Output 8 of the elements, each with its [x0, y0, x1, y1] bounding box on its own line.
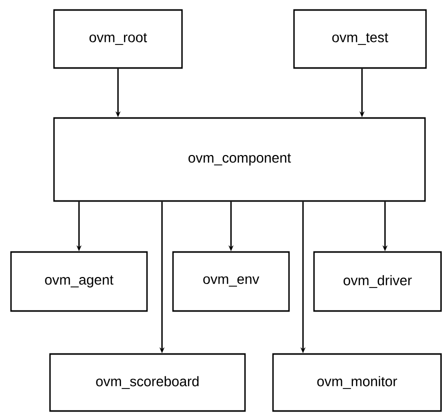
class-box: ovm_driver — [313, 251, 442, 312]
class-box: ovm_root — [53, 9, 183, 69]
class-box: ovm_component — [53, 117, 426, 202]
class-box: ovm_agent — [10, 251, 148, 312]
class-box: ovm_env — [172, 251, 290, 312]
class-box: ovm_monitor — [272, 353, 442, 412]
class-box: ovm_test — [293, 9, 427, 69]
class-box: ovm_scoreboard — [49, 353, 246, 412]
